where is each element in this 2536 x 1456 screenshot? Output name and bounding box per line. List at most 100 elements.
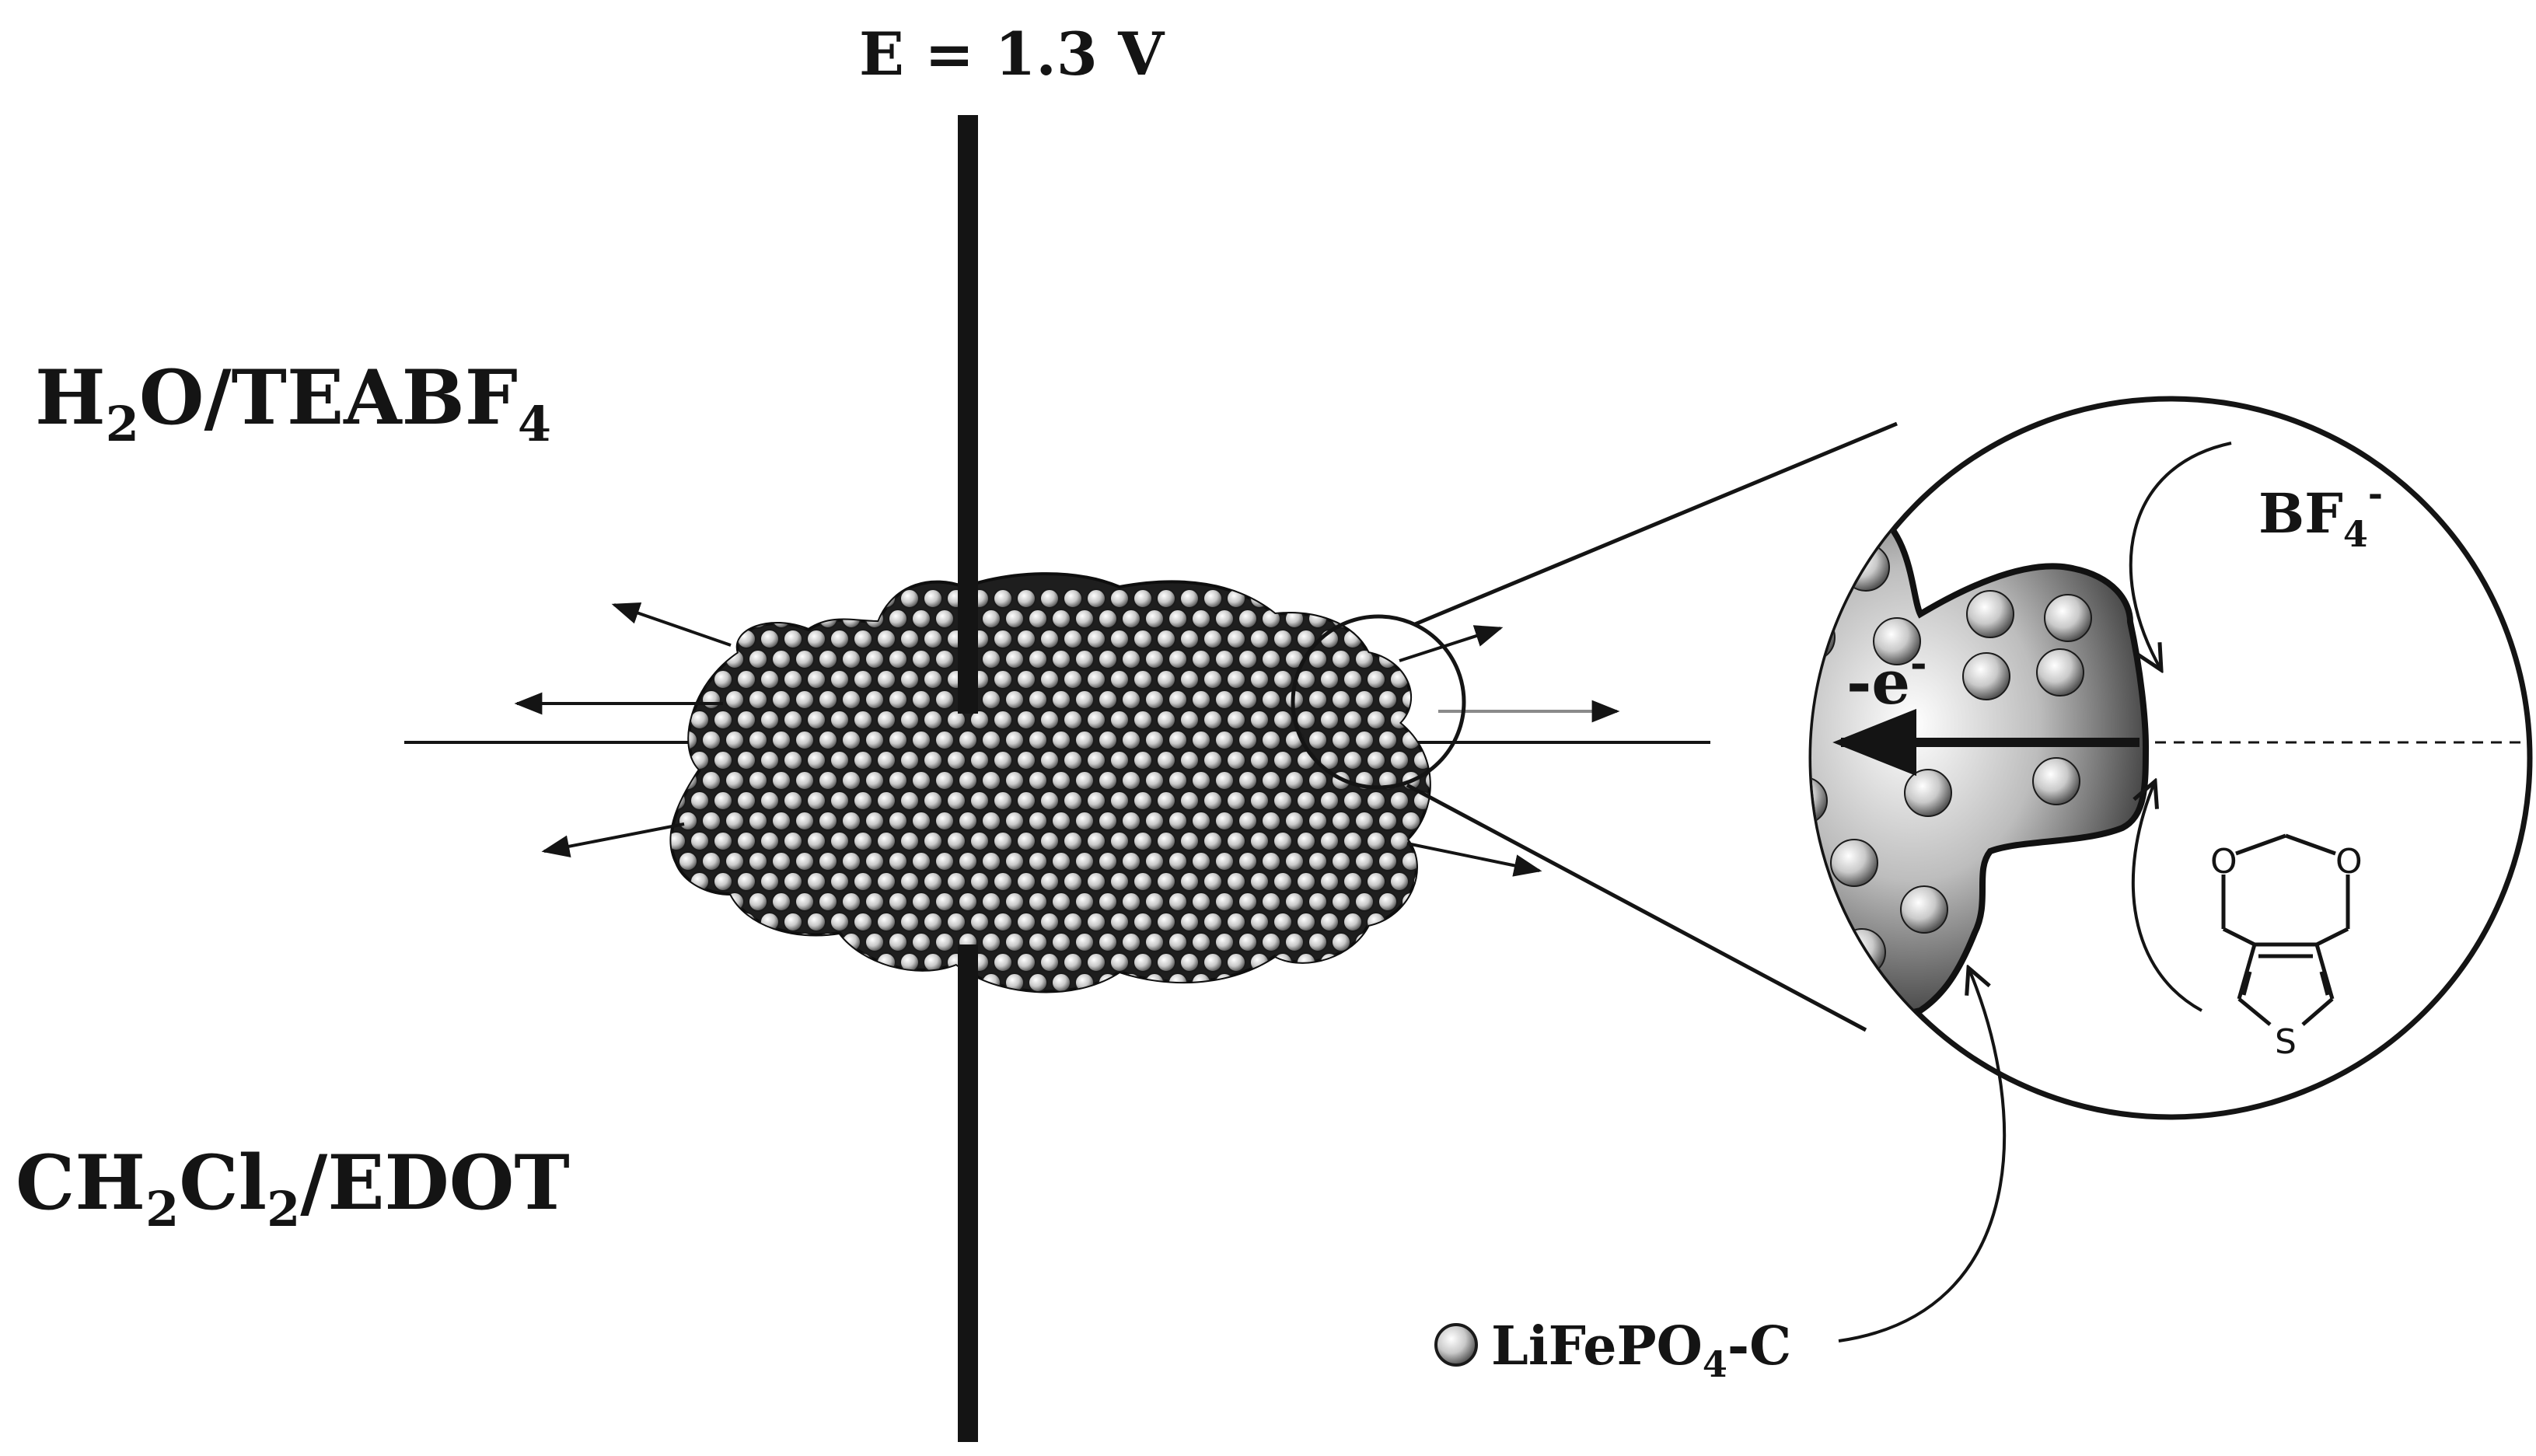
lifepo4-sphere bbox=[1144, 770, 1165, 791]
lifepo4-sphere bbox=[1063, 710, 1083, 730]
lifepo4-sphere bbox=[1343, 710, 1363, 730]
particle-aggregate bbox=[669, 572, 1467, 993]
lifepo4-sphere bbox=[1389, 871, 1409, 892]
lifepo4-sphere bbox=[1238, 690, 1258, 710]
lifepo4-sphere bbox=[934, 811, 955, 831]
lifepo4-sphere bbox=[911, 851, 931, 871]
lifepo4-sphere bbox=[806, 952, 826, 972]
lifepo4-sphere bbox=[1378, 690, 1398, 710]
lifepo4-sphere bbox=[1179, 669, 1200, 690]
lifepo4-sphere bbox=[1354, 932, 1375, 952]
lifepo4-sphere bbox=[1063, 831, 1083, 851]
lifepo4-sphere bbox=[1424, 730, 1430, 750]
lifepo4-sphere bbox=[888, 811, 908, 831]
lifepo4-sphere bbox=[701, 690, 721, 710]
lifepo4-sphere bbox=[1413, 588, 1430, 609]
lifepo4-sphere bbox=[1343, 750, 1363, 770]
lifepo4-sphere bbox=[993, 750, 1013, 770]
lifepo4-sphere bbox=[876, 750, 896, 770]
lifepo4-sphere bbox=[876, 912, 896, 932]
lifepo4-sphere bbox=[1273, 912, 1293, 932]
lifepo4-sphere bbox=[1238, 932, 1258, 952]
lifepo4-sphere bbox=[1214, 690, 1235, 710]
lifepo4-sphere bbox=[1331, 690, 1351, 710]
lifepo4-sphere bbox=[1448, 973, 1467, 992]
edot-oxygen-right: O bbox=[2335, 842, 2363, 882]
lifepo4-sphere bbox=[1191, 649, 1211, 669]
lifepo4-sphere bbox=[946, 791, 966, 811]
lifepo4-sphere bbox=[1109, 952, 1130, 972]
anion-label: BF4- bbox=[2258, 473, 2383, 555]
lifepo4-sphere bbox=[841, 649, 861, 669]
lifepo4-sphere bbox=[736, 629, 756, 649]
lifepo4-sphere bbox=[1191, 892, 1211, 912]
lifepo4-sphere bbox=[701, 972, 721, 992]
lifepo4-sphere bbox=[1214, 851, 1235, 871]
lifepo4-sphere bbox=[1156, 669, 1176, 690]
lifepo4-sphere bbox=[1296, 831, 1316, 851]
lifepo4-sphere bbox=[1016, 710, 1036, 730]
lifepo4-sphere bbox=[1319, 791, 1340, 811]
lifepo4-sphere bbox=[671, 952, 686, 972]
lifepo4-sphere bbox=[923, 791, 943, 811]
lifepo4-sphere bbox=[736, 669, 756, 690]
zoom-line-upper bbox=[1414, 421, 1898, 627]
lifepo4-sphere bbox=[888, 730, 908, 750]
lifepo4-sphere bbox=[818, 609, 838, 629]
lifepo4-sphere bbox=[1261, 690, 1281, 710]
lifepo4-sphere bbox=[1203, 791, 1223, 811]
lifepo4-sphere bbox=[690, 912, 710, 932]
lifepo4-sphere bbox=[1109, 629, 1130, 649]
lifepo4-sphere bbox=[1133, 588, 1153, 609]
lifepo4-sphere bbox=[795, 851, 815, 871]
lifepo4-sphere bbox=[736, 588, 756, 609]
lifepo4-sphere bbox=[1261, 972, 1281, 992]
lifepo4-sphere bbox=[713, 669, 733, 690]
lifepo4-sphere bbox=[818, 649, 838, 669]
lifepo4-sphere bbox=[969, 750, 990, 770]
lifepo4-sphere bbox=[1168, 932, 1188, 952]
lifepo4-sphere bbox=[748, 770, 768, 791]
lifepo4-sphere bbox=[1179, 791, 1200, 811]
lifepo4-sphere bbox=[1156, 588, 1176, 609]
lifepo4-sphere bbox=[806, 669, 826, 690]
lifepo4-sphere bbox=[690, 952, 710, 972]
lifepo4-sphere bbox=[1039, 669, 1060, 690]
lifepo4-sphere bbox=[911, 811, 931, 831]
lifepo4-sphere bbox=[1273, 588, 1293, 609]
lifepo4-sphere bbox=[1016, 831, 1036, 851]
lifepo4-sphere bbox=[1343, 588, 1363, 609]
lifepo4-sphere bbox=[1109, 588, 1130, 609]
lifepo4-sphere bbox=[1354, 811, 1375, 831]
lifepo4-sphere bbox=[981, 892, 1001, 912]
lifepo4-sphere bbox=[1354, 972, 1375, 992]
lifepo4-sphere bbox=[771, 892, 791, 912]
lifepo4-sphere bbox=[1063, 952, 1083, 972]
lifepo4-sphere bbox=[1811, 555, 1812, 603]
lifepo4-sphere bbox=[1074, 609, 1095, 629]
lifepo4-sphere bbox=[888, 892, 908, 912]
lifepo4-sphere bbox=[736, 952, 756, 972]
lifepo4-sphere bbox=[1086, 588, 1106, 609]
lifepo4-sphere bbox=[1284, 851, 1305, 871]
lifepo4-sphere bbox=[1051, 649, 1071, 669]
lifepo4-sphere bbox=[1039, 791, 1060, 811]
lifepo4-sphere bbox=[1179, 629, 1200, 649]
lifepo4-sphere bbox=[1343, 952, 1363, 972]
lifepo4-sphere bbox=[1086, 831, 1106, 851]
lifepo4-sphere bbox=[760, 952, 780, 972]
lifepo4-sphere bbox=[911, 690, 931, 710]
lifepo4-sphere bbox=[865, 609, 885, 629]
lifepo4-sphere bbox=[1319, 871, 1340, 892]
lifepo4-sphere bbox=[690, 669, 710, 690]
lifepo4-sphere bbox=[1039, 750, 1060, 770]
lifepo4-sphere bbox=[1063, 588, 1083, 609]
lifepo4-sphere bbox=[969, 912, 990, 932]
lifepo4-sphere bbox=[1074, 730, 1095, 750]
lifepo4-sphere bbox=[1039, 912, 1060, 932]
lifepo4-sphere bbox=[783, 831, 803, 851]
lifepo4-sphere bbox=[1086, 710, 1106, 730]
lifepo4-sphere bbox=[713, 588, 733, 609]
lifepo4-sphere bbox=[1203, 669, 1223, 690]
lifepo4-sphere bbox=[934, 770, 955, 791]
